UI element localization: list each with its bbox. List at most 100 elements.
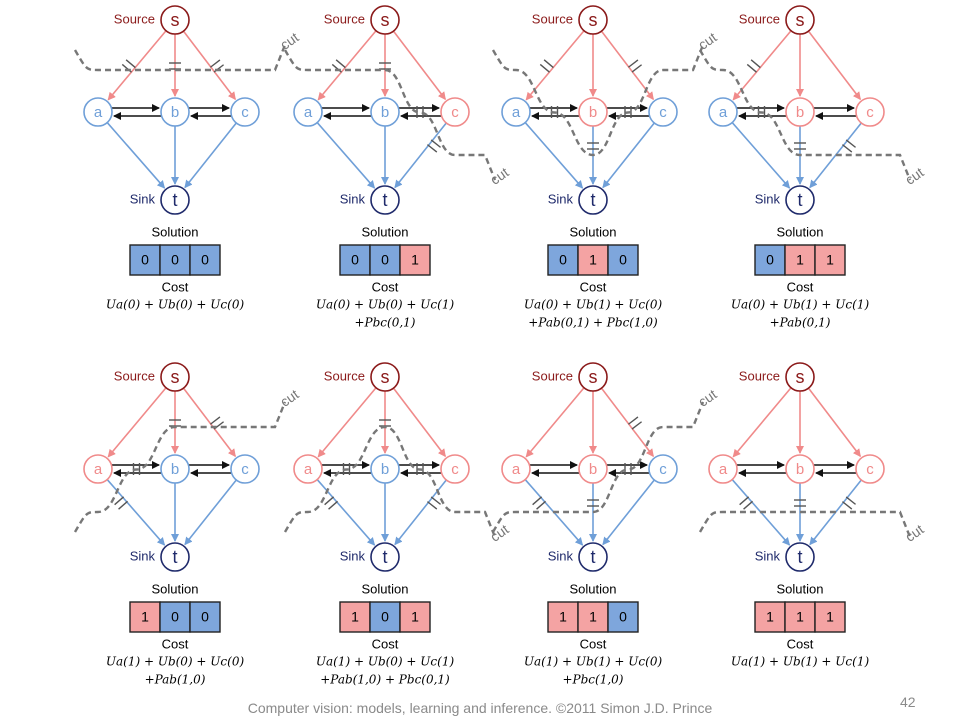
cut-line <box>698 510 912 538</box>
source-edge-a <box>107 387 167 458</box>
node-b <box>785 454 815 484</box>
source-edge-a <box>732 387 792 458</box>
cut-line <box>73 44 287 72</box>
cost-line-1: Ua(1) + Ub(1) + Uc(1) <box>731 655 870 669</box>
cut-edge-tick <box>739 496 750 506</box>
s-label: s <box>589 10 598 30</box>
solution-value-a: 1 <box>559 609 567 625</box>
cost-line-1: Ua(0) + Ub(1) + Uc(0) <box>524 298 663 312</box>
cut-edge-mark <box>627 416 643 430</box>
cut-line <box>283 425 497 538</box>
source-label: Source <box>739 11 780 26</box>
cut-label: cut <box>902 164 927 188</box>
t-label: t <box>797 547 802 567</box>
node-a-label: a <box>512 461 521 478</box>
solution-label: Solution <box>362 581 409 596</box>
cost-line-2: +Pab(0,1) <box>770 316 831 330</box>
t-label: t <box>172 190 177 210</box>
cut-edge-mark <box>842 139 856 153</box>
cost-label: Cost <box>580 636 607 651</box>
cost-line-2: +Pab(1,0) + Pbc(0,1) <box>320 673 450 687</box>
solution-value-c: 0 <box>619 609 627 625</box>
sink-node <box>785 185 815 215</box>
solution-value-b: 0 <box>171 609 179 625</box>
node-c <box>230 97 260 127</box>
cut-edge-mark <box>739 496 754 510</box>
cut-edge-tick <box>845 139 856 148</box>
cost-label: Cost <box>372 636 399 651</box>
cost-label: Cost <box>787 279 814 294</box>
solution-value-b: 1 <box>589 252 597 268</box>
cut-edge-tick <box>627 416 639 425</box>
s-label: s <box>381 10 390 30</box>
node-b-label: b <box>381 104 389 121</box>
node-a-label: a <box>304 104 313 121</box>
s-label: s <box>796 10 805 30</box>
node-c-label: c <box>451 104 459 121</box>
sink-edge-a <box>106 479 166 546</box>
sink-node <box>370 185 400 215</box>
cut-edge-mark <box>842 496 856 510</box>
cut-edge-tick <box>543 59 554 69</box>
sink-edge-a <box>731 122 791 189</box>
source-node <box>578 362 608 392</box>
source-label: Source <box>739 368 780 383</box>
solution-value-c: 1 <box>826 252 834 268</box>
source-node <box>160 362 190 392</box>
cut-edge-tick <box>539 63 550 73</box>
cost-line-1: Ua(0) + Ub(0) + Uc(1) <box>316 298 455 312</box>
solution-cell-c <box>399 601 431 633</box>
sink-label: Sink <box>548 548 574 563</box>
cut-edge-tick <box>114 496 125 506</box>
source-label: Source <box>114 11 155 26</box>
s-label: s <box>171 367 180 387</box>
cut-line <box>73 401 287 533</box>
cut-label: cut <box>695 29 720 53</box>
node-b <box>578 97 608 127</box>
sink-label: Sink <box>340 191 366 206</box>
cut-edge-tick <box>631 64 643 73</box>
cut-edge-tick <box>750 59 761 69</box>
source-edge-a <box>107 30 167 101</box>
sink-edge-c <box>602 479 655 546</box>
node-a <box>708 454 738 484</box>
cut-label: cut <box>695 386 720 410</box>
page-number: 42 <box>900 694 916 710</box>
source-label: Source <box>114 368 155 383</box>
cost-label: Cost <box>162 279 189 294</box>
node-a <box>708 97 738 127</box>
node-b-label: b <box>171 104 179 121</box>
solution-label: Solution <box>570 581 617 596</box>
source-edge-c <box>182 30 236 101</box>
cut-edge-tick <box>430 496 441 505</box>
node-a <box>501 97 531 127</box>
solution-value-b: 1 <box>796 252 804 268</box>
solution-value-b: 0 <box>381 609 389 625</box>
solution-label: Solution <box>362 224 409 239</box>
source-edge-c <box>182 387 236 458</box>
source-label: Source <box>532 11 573 26</box>
node-a-label: a <box>512 104 521 121</box>
node-c <box>855 454 885 484</box>
solution-label: Solution <box>152 224 199 239</box>
node-c <box>440 454 470 484</box>
s-label: s <box>796 367 805 387</box>
source-node <box>370 5 400 35</box>
source-node <box>578 5 608 35</box>
node-c <box>648 454 678 484</box>
cut-label: cut <box>277 386 302 410</box>
node-a-label: a <box>94 104 103 121</box>
cut-edge-mark <box>746 59 761 73</box>
solution-cell-c <box>814 601 846 633</box>
source-node <box>785 5 815 35</box>
source-node <box>160 5 190 35</box>
solution-value-a: 0 <box>766 252 774 268</box>
node-a <box>501 454 531 484</box>
node-a-label: a <box>304 461 313 478</box>
node-b <box>578 454 608 484</box>
